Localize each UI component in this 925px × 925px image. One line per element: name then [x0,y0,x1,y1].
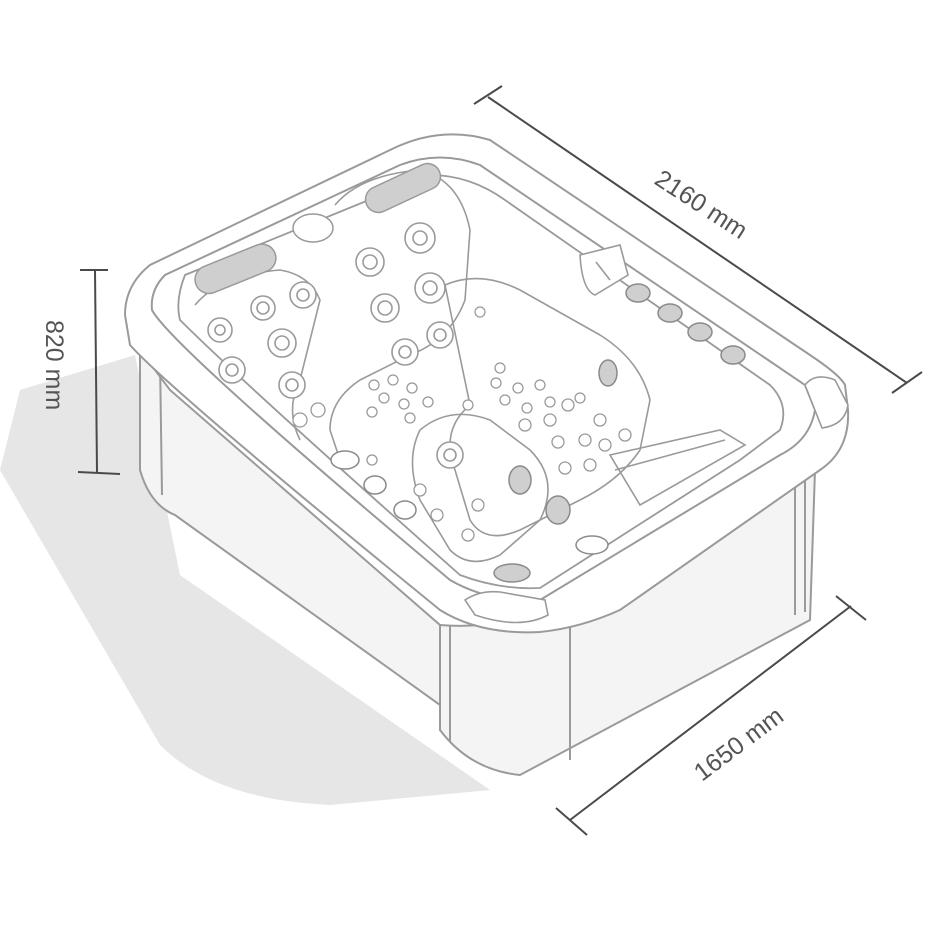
front-corner-cap [463,590,549,624]
step [608,429,747,507]
fittings [463,244,849,624]
tub-basin [177,174,785,590]
circle-jet-icon [289,281,317,309]
height-label: 820 mm [40,320,68,410]
step-edge [614,439,726,471]
foot-jet-cap [393,500,417,520]
width-label: 1650 mm [689,702,789,787]
length-tick-end [891,371,923,394]
foot-jet-cap [363,475,387,495]
height-dimension-line [94,269,98,473]
width-tick-start [555,807,588,836]
height-tick-bottom [77,471,121,475]
control-button [687,322,713,342]
width-dimension-line [569,605,852,821]
corner-pillow [804,376,849,429]
length-label: 2160 mm [650,165,753,245]
diverter-knob [508,465,532,495]
headrests [194,162,442,295]
dimension-lines [77,85,923,836]
foot-jet-cap [330,450,360,470]
circle-jet-icon [414,272,446,304]
large-jets [207,222,464,469]
control-knobs [330,283,746,583]
circle-jet-icon [391,338,419,366]
control-button [657,303,683,323]
circle-jet-icon [404,222,436,254]
drink-holder [292,213,334,243]
length-dimension-line [487,96,908,384]
circle-jet-icon [436,441,464,469]
headrest-pillow-icon [364,162,442,214]
circle-jet-icon [426,321,454,349]
circle-jet-icon [250,295,276,321]
circle-jet-icon [370,293,400,323]
width-tick-end [835,595,867,621]
circle-jet-icon [267,328,297,358]
foot-jet-cap [575,535,609,555]
control-button [720,345,746,365]
circle-jet-icon [218,356,246,384]
control-button [625,283,651,303]
diverter-knob [545,495,571,525]
circle-jet-icon [355,247,385,277]
headrest-pillow-icon [194,243,277,295]
small-jets [292,306,632,542]
length-tick-start [473,85,503,105]
circle-jet-icon [278,371,306,399]
waterfall-spout [579,244,629,296]
circle-jet-icon [207,317,233,343]
air-control-knob [598,359,618,387]
floor-shadow [0,355,490,805]
foot-jet-cap [493,563,531,583]
lounger-seat [329,169,471,461]
front-seat [411,413,549,563]
